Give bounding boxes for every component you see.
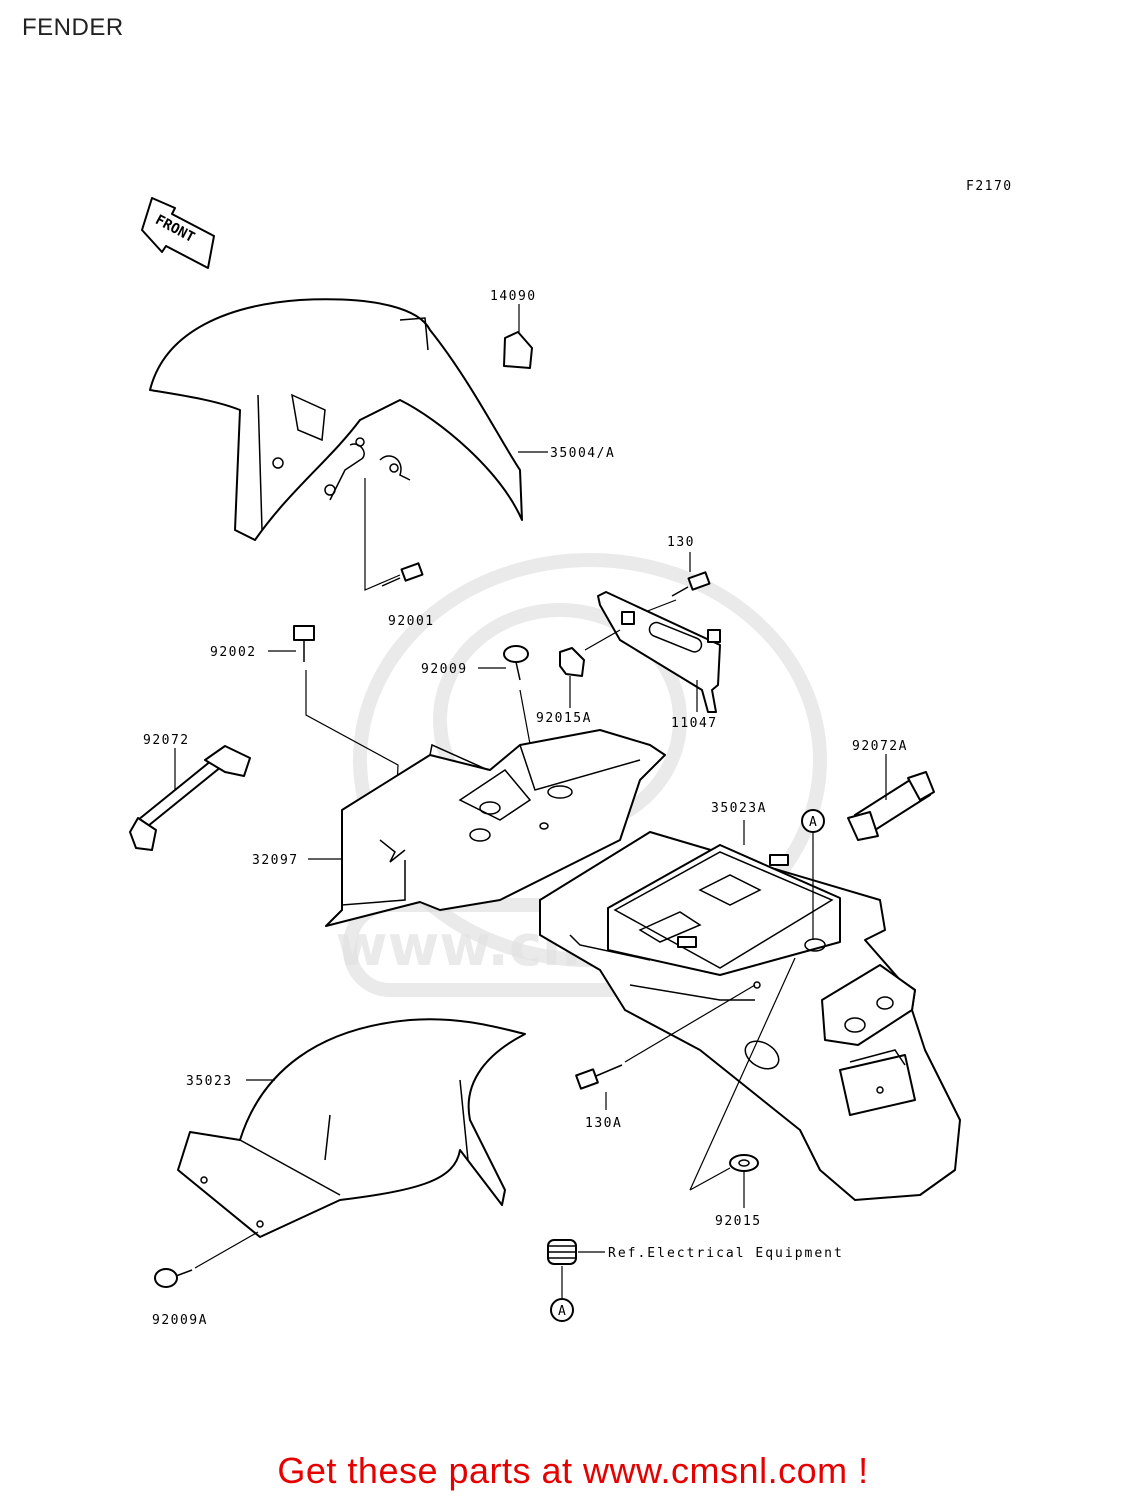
label-92072: 92072 (143, 733, 190, 748)
part-35004A: 35004/A (149, 298, 615, 541)
label-92072A: 92072A (852, 739, 908, 754)
part-ref-electrical: Ref.Electrical Equipment A (547, 1239, 844, 1322)
label-92015: 92015 (715, 1214, 762, 1229)
diagram-code: F2170 (966, 179, 1013, 194)
callout-a-upper-label: A (809, 815, 818, 830)
part-35023: 35023 (177, 1018, 526, 1238)
label-11047: 11047 (671, 716, 718, 731)
part-130A: 130A (575, 984, 756, 1131)
callout-a-lower (550, 1298, 574, 1322)
part-130: 130 (644, 535, 711, 613)
label-130: 130 (667, 535, 695, 550)
promo-link[interactable]: Get these parts at www.cmsnl.com ! (277, 1450, 869, 1491)
part-11047: 11047 (597, 591, 721, 731)
part-14090: 14090 (490, 289, 537, 369)
label-92002: 92002 (210, 645, 257, 660)
part-92072A: 92072A (847, 739, 935, 841)
label-130A: 130A (585, 1116, 622, 1131)
part-92001: 92001 (364, 478, 435, 629)
label-35023A: 35023A (711, 801, 767, 816)
part-35023A: 35023A A (539, 801, 961, 1201)
front-arrow-icon: FRONT (141, 197, 215, 269)
callout-a-upper (801, 809, 825, 833)
label-92009: 92009 (421, 662, 468, 677)
part-92009A: 92009A (152, 1231, 259, 1328)
label-92009A: 92009A (152, 1313, 208, 1328)
label-35004A: 35004/A (550, 446, 615, 461)
part-32097: 32097 (252, 729, 666, 927)
part-92072: 92072 (129, 733, 251, 851)
part-92015A: 92015A (536, 629, 621, 726)
page-title: FENDER (22, 14, 124, 41)
reference-note: Ref.Electrical Equipment (608, 1246, 844, 1261)
label-32097: 32097 (252, 853, 299, 868)
part-92015: 92015 (689, 957, 796, 1229)
label-35023: 35023 (186, 1074, 233, 1089)
callout-a-lower-label: A (558, 1304, 567, 1319)
label-14090: 14090 (490, 289, 537, 304)
label-92015A: 92015A (536, 711, 592, 726)
label-92001: 92001 (388, 614, 435, 629)
